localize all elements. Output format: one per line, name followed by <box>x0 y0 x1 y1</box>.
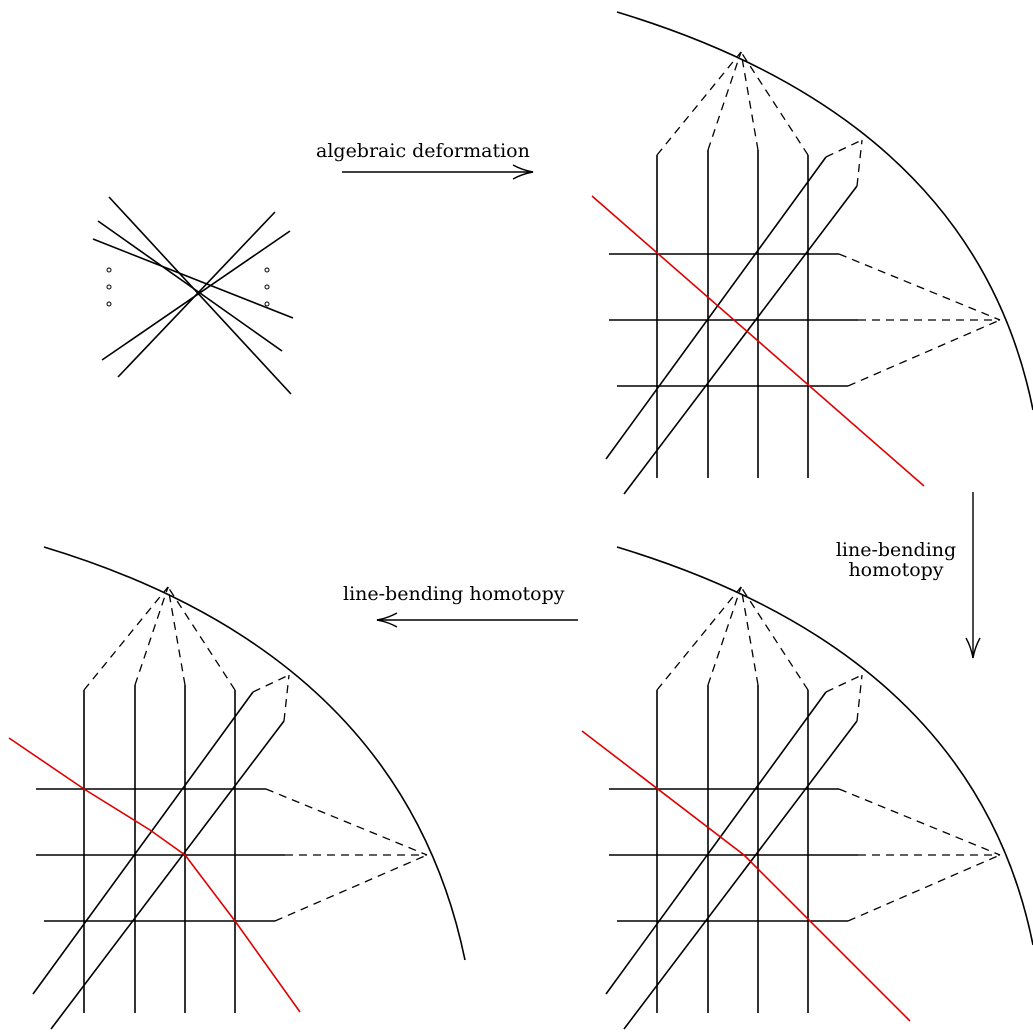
left-arrow-label: line-bending homotopy <box>343 583 565 605</box>
right-arrow-label-2: homotopy <box>848 559 943 581</box>
top-arrow-group: algebraic deformation <box>316 140 534 180</box>
dashed-ray <box>167 586 236 691</box>
top-arrow-label: algebraic deformation <box>316 140 530 162</box>
ellipsis-dot <box>264 284 270 290</box>
top-arrow-head <box>512 164 534 180</box>
diagonal-line <box>623 720 858 1030</box>
dashed-ray <box>252 674 290 693</box>
dashed-ray <box>740 51 759 151</box>
diagonal-line <box>605 691 827 995</box>
dashed-ray <box>167 586 186 686</box>
dashed-ray <box>707 586 742 686</box>
diagonal-line <box>50 720 285 1030</box>
dashed-ray <box>847 854 1001 922</box>
right-arrow-head <box>965 637 981 659</box>
right-arrow-group: line-bending homotopy <box>836 492 981 659</box>
dashed-ray <box>740 586 809 691</box>
dashed-ray <box>856 139 863 187</box>
pencil-line <box>117 211 276 378</box>
dashed-ray <box>134 586 169 686</box>
dashed-ray <box>740 586 759 686</box>
left-arrow-head <box>376 612 398 628</box>
dashed-ray <box>825 674 863 693</box>
right-arrow-label-1: line-bending <box>836 539 956 561</box>
diagonal-line <box>605 156 827 460</box>
ellipsis-dot <box>106 284 112 290</box>
ellipsis-dot <box>264 267 270 273</box>
left-arrow-group: line-bending homotopy <box>343 583 578 628</box>
dashed-ray <box>656 51 742 156</box>
ellipsis-dot <box>106 301 112 307</box>
red-line <box>591 195 925 487</box>
dashed-ray <box>83 586 169 691</box>
red-line <box>8 737 301 1013</box>
pencil-panel <box>92 196 294 395</box>
dashed-ray <box>707 51 742 151</box>
dashed-ray <box>847 319 1001 387</box>
dashed-ray <box>283 674 290 722</box>
dashed-ray <box>856 674 863 722</box>
grid-panel-top-right <box>591 11 1033 495</box>
dashed-ray <box>656 586 742 691</box>
diagonal-line <box>32 691 254 995</box>
pencil-line <box>108 196 292 395</box>
boundary-arc <box>616 546 1033 946</box>
grid-panel-bottom-right <box>581 546 1033 1030</box>
boundary-arc <box>43 546 466 961</box>
dashed-ray <box>838 788 1001 856</box>
red-line <box>581 730 911 1022</box>
ellipsis-dot <box>106 267 112 273</box>
diagonal-line <box>623 185 858 495</box>
dashed-ray <box>825 139 863 158</box>
ellipsis-dot <box>264 301 270 307</box>
pencil-line <box>92 238 294 319</box>
dashed-ray <box>274 854 428 922</box>
grid-panel-bottom-left <box>8 546 466 1030</box>
pencil-line <box>97 220 283 352</box>
dashed-ray <box>838 253 1001 321</box>
dashed-ray <box>265 788 428 856</box>
boundary-arc <box>616 11 1033 411</box>
dashed-ray <box>740 51 809 156</box>
